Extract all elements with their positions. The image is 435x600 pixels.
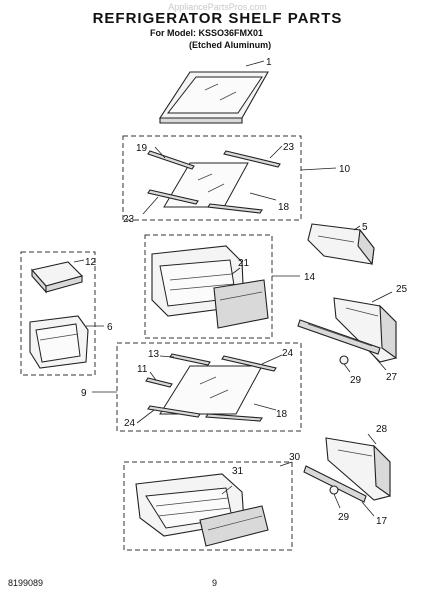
part-28-shelf-bracket bbox=[325, 433, 391, 501]
callout-18-bottom: 18 bbox=[276, 409, 288, 420]
part-14-assembly-box bbox=[144, 234, 273, 339]
callout-1: 1 bbox=[266, 57, 272, 68]
callout-18-top: 18 bbox=[278, 202, 290, 213]
model-line: For Model: KSSO36FMX01 bbox=[150, 28, 264, 38]
callout-29-lower: 29 bbox=[338, 512, 350, 523]
callout-10: 10 bbox=[339, 164, 351, 175]
callout-14: 14 bbox=[304, 272, 316, 283]
callout-27: 27 bbox=[386, 372, 398, 383]
callout-12: 12 bbox=[85, 257, 97, 268]
document-number: 8199089 bbox=[8, 578, 44, 588]
callout-11: 11 bbox=[137, 364, 148, 375]
part-9-assembly-box bbox=[116, 342, 302, 432]
page-title: REFRIGERATOR SHELF PARTS bbox=[92, 10, 343, 27]
part-25-shelf-bracket bbox=[333, 291, 397, 363]
callout-17: 17 bbox=[376, 516, 388, 527]
callout-30: 30 bbox=[289, 452, 301, 463]
part-27-slide-rail bbox=[297, 319, 387, 371]
callout-13: 13 bbox=[148, 349, 160, 360]
part-10-assembly-box bbox=[122, 135, 302, 221]
part-30-drawer-assembly bbox=[135, 461, 293, 547]
part-6-assembly-box bbox=[20, 251, 96, 376]
part-29-screw bbox=[339, 355, 351, 373]
callout-6: 6 bbox=[107, 322, 113, 333]
part-17-slide-rail bbox=[303, 465, 375, 517]
callout-31: 31 bbox=[232, 466, 244, 477]
callout-5: 5 bbox=[362, 222, 368, 233]
page-number: 9 bbox=[212, 578, 218, 588]
callout-24-top: 24 bbox=[282, 348, 294, 359]
callout-24-bottom: 24 bbox=[124, 418, 136, 429]
callout-29-upper: 29 bbox=[350, 375, 362, 386]
part-29b-screw bbox=[329, 485, 341, 509]
callout-25: 25 bbox=[396, 284, 408, 295]
part-9-shelf-assembly bbox=[92, 353, 283, 424]
callout-28: 28 bbox=[376, 424, 388, 435]
page-subtitle: (Etched Aluminum) bbox=[189, 40, 272, 50]
part-14-crisper-drawer bbox=[151, 245, 300, 329]
callout-23-bottom: 23 bbox=[123, 214, 135, 225]
callout-19: 19 bbox=[136, 143, 148, 154]
part-6-dairy-bin bbox=[29, 259, 104, 369]
part-10-shelf-assembly bbox=[142, 145, 337, 215]
part-30-assembly-box bbox=[123, 461, 293, 551]
part-1-glass-shelf bbox=[158, 60, 269, 124]
callout-9: 9 bbox=[81, 388, 87, 399]
part-5-drawer-cover bbox=[307, 223, 375, 266]
callout-23-top: 23 bbox=[283, 142, 295, 153]
watermark-text: AppliancePartsPros.com bbox=[168, 2, 267, 12]
callout-21: 21 bbox=[238, 258, 250, 269]
